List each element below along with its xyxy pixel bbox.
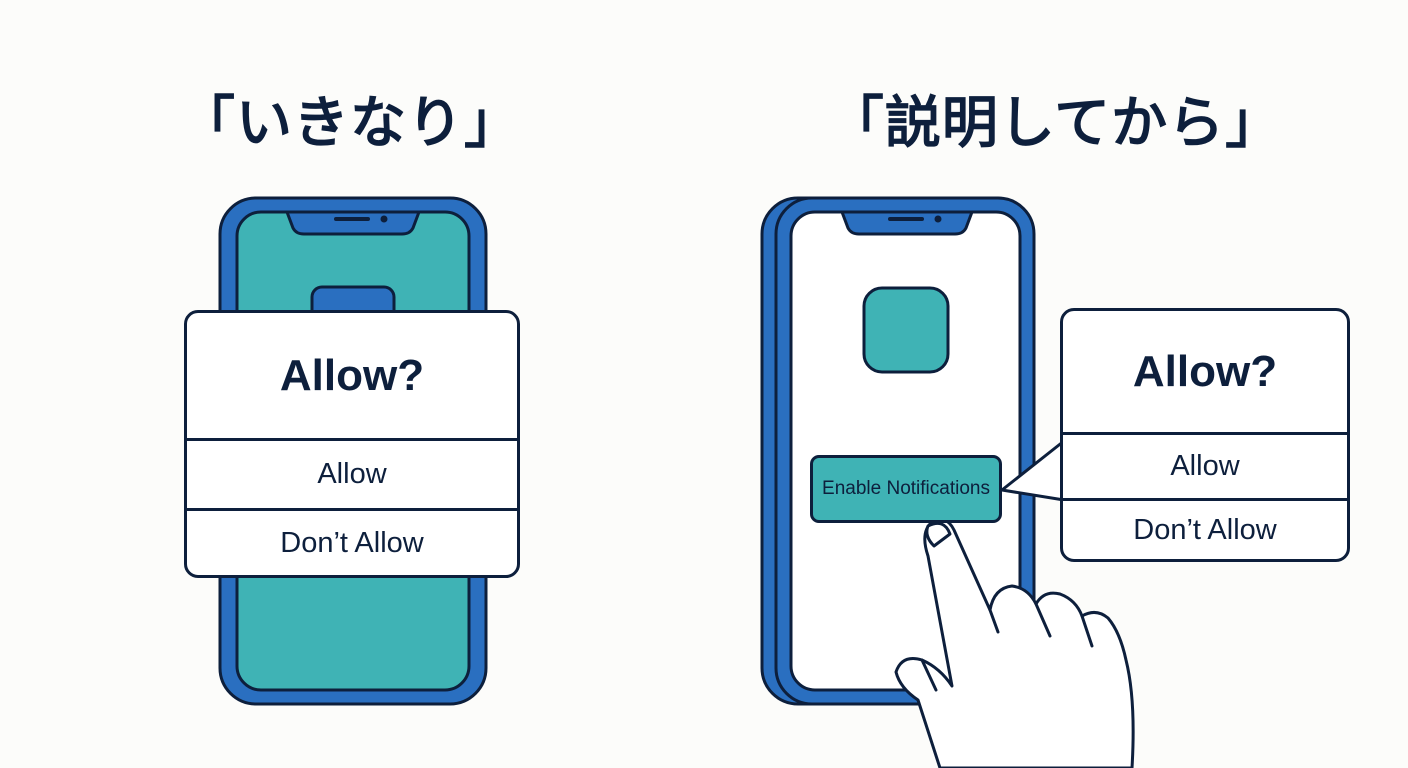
right-phone-camera: [934, 215, 942, 223]
heading-explain-first: 「説明してから」: [827, 90, 1283, 156]
left-phone-camera: [380, 215, 388, 223]
right-allow-button[interactable]: Allow: [1063, 435, 1347, 501]
left-permission-dialog: Allow? Allow Don’t Allow: [184, 310, 520, 578]
right-phone-notch: [840, 210, 974, 236]
left-dialog-title: Allow?: [187, 313, 517, 441]
pointing-hand-icon: [894, 517, 1135, 768]
left-allow-button[interactable]: Allow: [187, 441, 517, 511]
enable-notifications-button[interactable]: Enable Notifications: [810, 455, 1002, 523]
left-dont-allow-button[interactable]: Don’t Allow: [280, 526, 424, 559]
app-icon: [862, 286, 950, 374]
callout-pointer: [1000, 439, 1065, 502]
heading-abrupt: 「いきなり」: [179, 90, 521, 156]
right-permission-dialog: Allow? Allow Don’t Allow: [1060, 308, 1350, 562]
right-dont-allow-button[interactable]: Don’t Allow: [1133, 513, 1277, 546]
left-phone-notch: [285, 210, 421, 236]
right-dialog-title: Allow?: [1063, 311, 1347, 435]
